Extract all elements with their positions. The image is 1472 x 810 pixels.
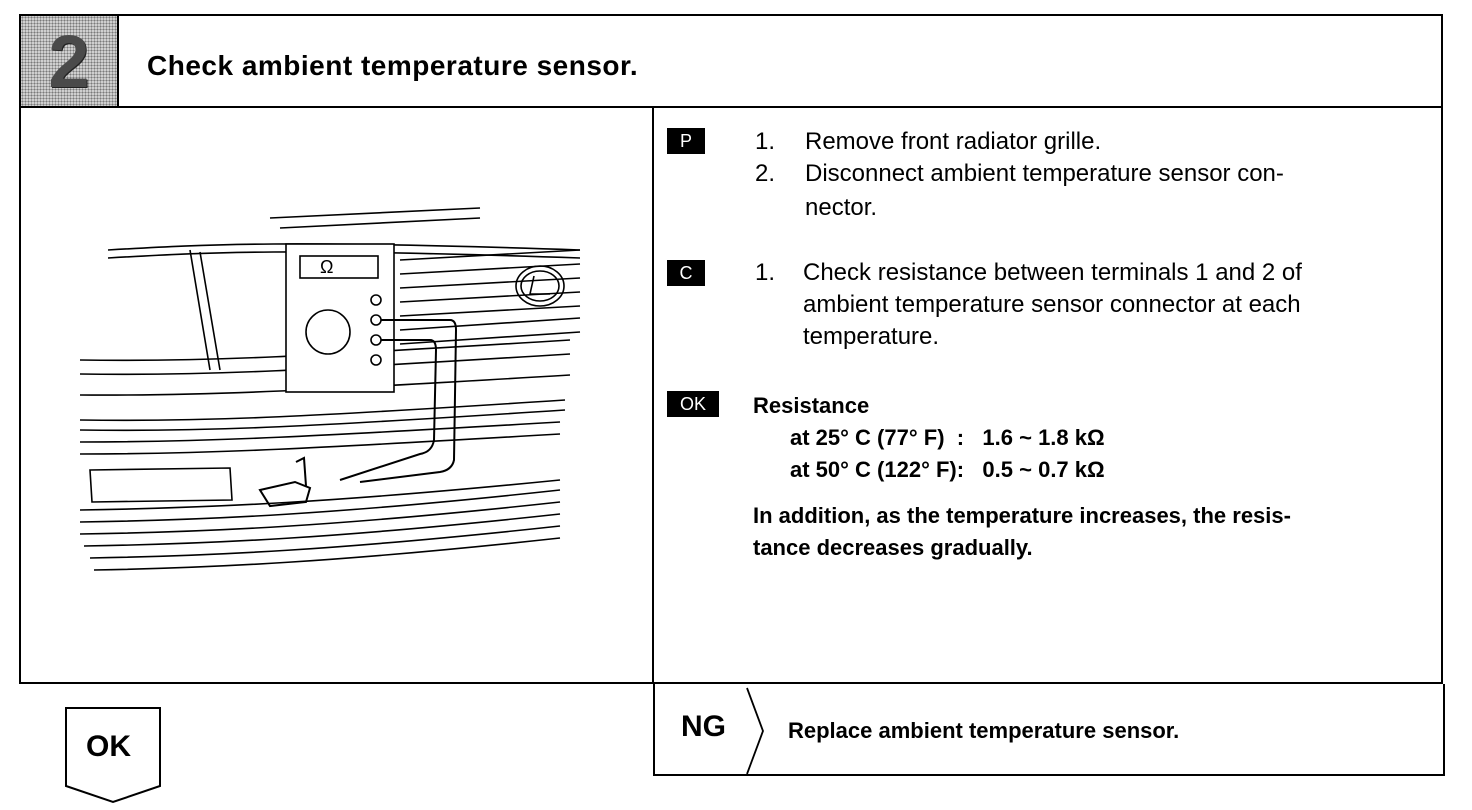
ng-result-box — [653, 684, 1445, 776]
probe-leads-icon — [258, 319, 458, 508]
ok-badge: OK — [667, 391, 719, 417]
spec-note-line-2: tance decreases gradually. — [753, 535, 1033, 560]
multimeter-on-bumper-illustration — [79, 207, 581, 571]
check-step-1-num: 1. — [755, 259, 776, 286]
spec-row-25c: at 25° C (77° F) : 1.6 ~ 1.8 kΩ — [790, 425, 1105, 450]
check-step-1-text-line-2: ambient temperature sensor connector at … — [803, 291, 1301, 318]
procedure-frame — [19, 14, 1443, 684]
spec-note-line-1: In addition, as the temperature increase… — [753, 503, 1291, 528]
step-number-box: 2 — [21, 16, 117, 106]
prep-step-1-text: Remove front radiator grille. — [805, 128, 1102, 155]
ng-action-text: Replace ambient temperature sensor. — [788, 718, 1180, 743]
prep-step-1-num: 1. — [755, 128, 776, 155]
spec-row-50c: at 50° C (122° F): 0.5 ~ 0.7 kΩ — [790, 457, 1105, 482]
meter-symbol: Ω — [320, 257, 334, 277]
multimeter-icon — [285, 243, 395, 393]
spec-heading: Resistance — [753, 393, 870, 418]
header-divider — [19, 106, 1443, 108]
column-divider — [652, 106, 654, 684]
ok-arrow-box-icon — [65, 707, 161, 804]
check-badge: C — [667, 260, 705, 286]
prep-badge: P — [667, 128, 705, 154]
prep-step-2-num: 2. — [755, 160, 776, 187]
page-title: Check ambient temperature sensor. — [147, 50, 639, 81]
check-step-1-text-line-3: temperature. — [803, 323, 940, 350]
ok-result-label: OK — [86, 730, 131, 763]
step-box-divider — [117, 16, 119, 106]
prep-step-2-text-line-2: nector. — [805, 194, 878, 221]
ng-arrow-icon — [746, 687, 764, 775]
emblem-icon — [515, 265, 565, 307]
check-step-1-text-line-1: Check resistance between terminals 1 and… — [803, 259, 1302, 286]
ng-label: NG — [681, 710, 726, 743]
prep-step-2-text-line-1: Disconnect ambient temperature sensor co… — [805, 160, 1284, 187]
step-number: 2 — [48, 20, 90, 103]
